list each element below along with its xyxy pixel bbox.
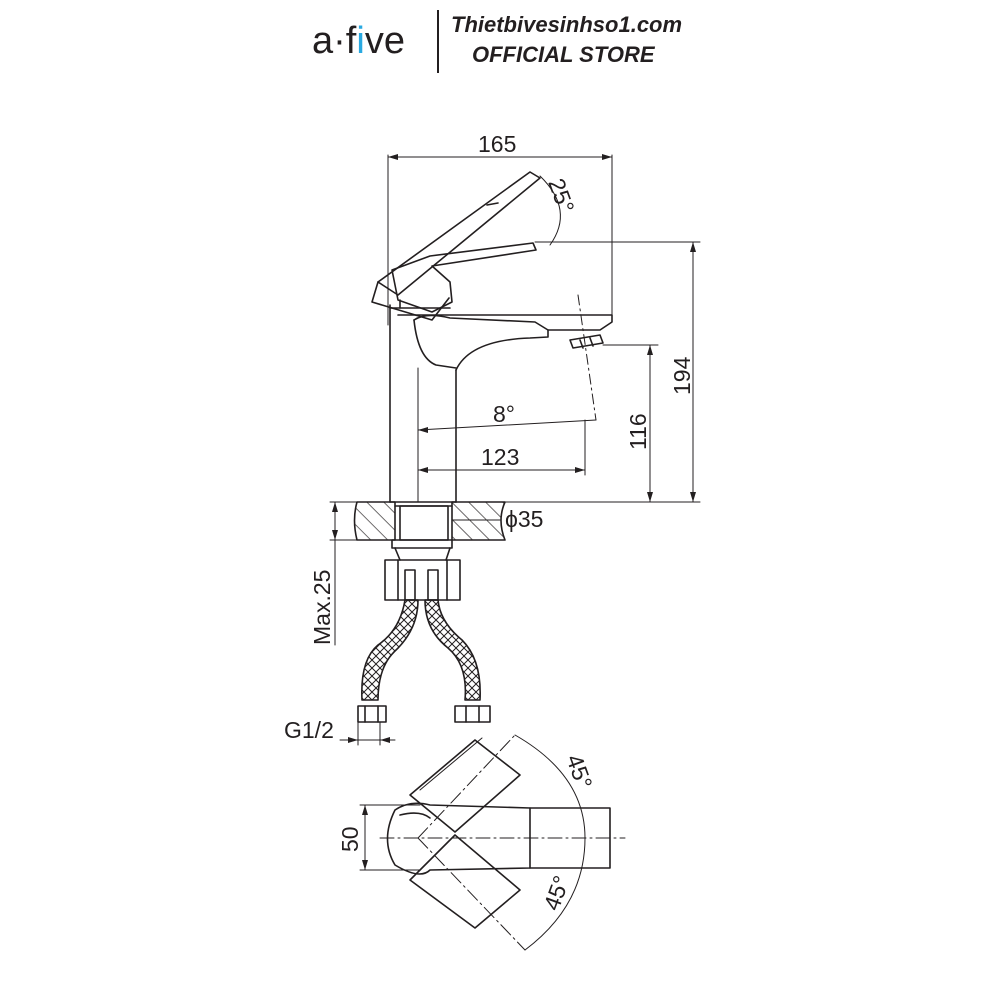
dim-116 — [602, 344, 659, 503]
countertop-section — [329, 501, 506, 541]
dim-max25 — [332, 501, 338, 646]
dim-8deg — [417, 419, 597, 433]
handle-closed — [391, 242, 537, 313]
brand-header: a·five Thietbivesinhso1.com OFFICIAL STO… — [0, 0, 1000, 80]
store-url: Thietbivesinhso1.com — [451, 12, 683, 37]
label-phi35: ϕ35 — [505, 506, 543, 532]
afive-logo: a·five — [312, 20, 405, 62]
label-45deg-upper: 45° — [561, 751, 597, 793]
label-123: 123 — [481, 444, 519, 470]
hose-nuts — [357, 705, 491, 723]
dim-165 — [387, 154, 613, 326]
label-165: 165 — [478, 131, 516, 157]
store-tag: OFFICIAL STORE — [472, 42, 655, 67]
mounting-nut — [384, 539, 461, 601]
label-25deg: 25° — [543, 175, 579, 217]
arc-25 — [539, 175, 561, 246]
top-view — [359, 734, 626, 951]
label-max25: Max.25 — [309, 570, 335, 645]
label-45deg-lower: 45° — [538, 872, 574, 914]
dim-g12 — [339, 721, 396, 746]
label-194: 194 — [669, 356, 695, 395]
label-g12: G1/2 — [284, 717, 334, 743]
label-8deg: 8° — [493, 401, 515, 427]
label-116: 116 — [625, 413, 651, 450]
handle-raised — [371, 171, 541, 321]
faucet-body — [389, 304, 613, 503]
dim-123 — [417, 419, 586, 476]
header-divider — [437, 10, 439, 73]
hoses — [361, 599, 481, 701]
aerator — [569, 334, 604, 349]
label-50: 50 — [337, 826, 363, 852]
